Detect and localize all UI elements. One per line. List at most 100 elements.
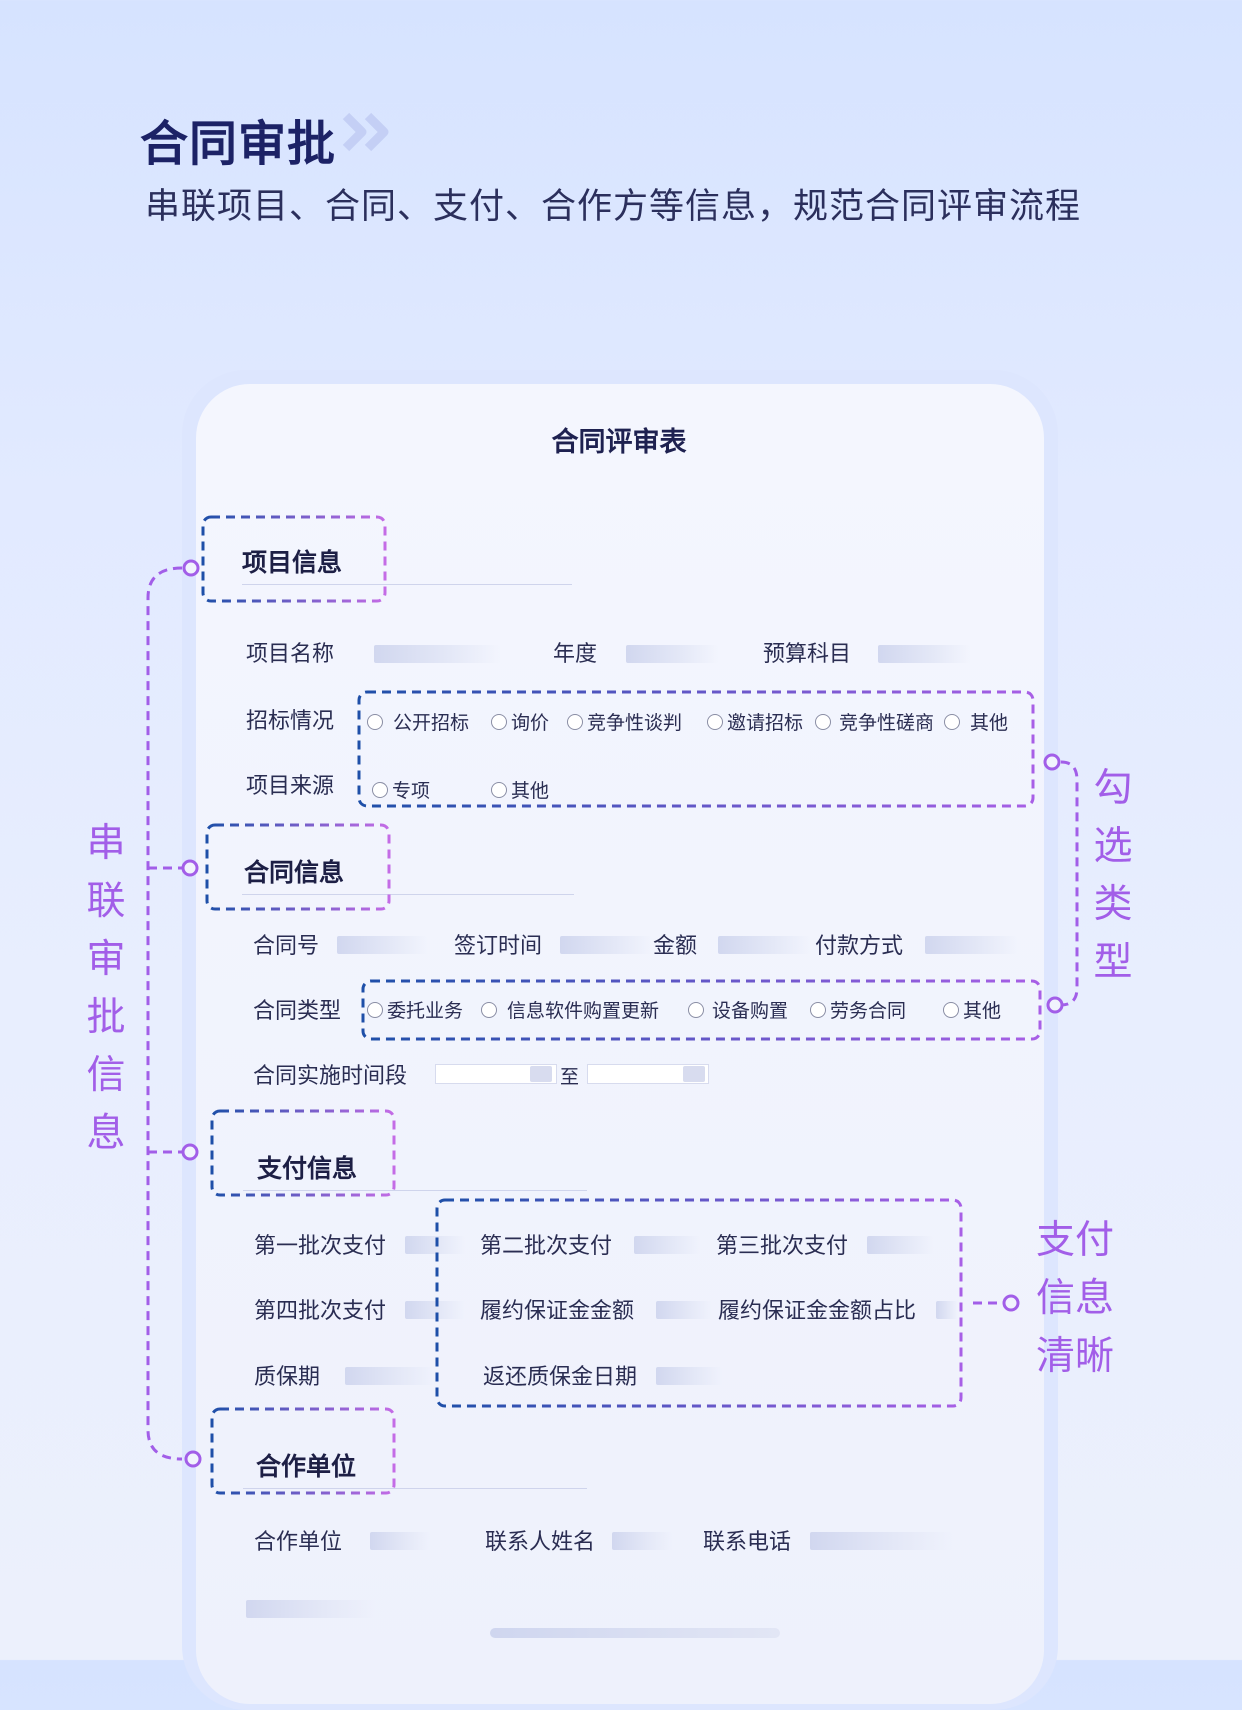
section-box-partner (210, 1407, 396, 1495)
section-title-payment: 支付信息 (257, 1154, 358, 1183)
contact-phone-field[interactable] (810, 1532, 952, 1550)
contract-type-box (361, 979, 1042, 1041)
contract-type-option[interactable]: 信息软件购置更新 (481, 996, 659, 1023)
partner-unit-field[interactable] (370, 1532, 430, 1550)
payment-method-label: 付款方式 (815, 934, 904, 959)
payment-detail-box (435, 1198, 963, 1408)
payment-field[interactable] (345, 1367, 435, 1385)
year-label: 年度 (553, 642, 598, 667)
radio-icon (944, 713, 960, 730)
section-box-project (201, 515, 387, 603)
contract-type-option[interactable]: 设备购置 (688, 996, 788, 1023)
radio-icon (491, 713, 507, 730)
contract-no-label: 合同号 (253, 934, 320, 959)
connector-dot (1046, 996, 1064, 1014)
device-screen (196, 384, 1044, 1704)
payment-field[interactable] (634, 1236, 700, 1254)
year-field[interactable] (626, 645, 718, 663)
sign-time-field[interactable] (560, 936, 652, 954)
payment-label: 第三批次支付 (716, 1234, 849, 1259)
radio-icon (567, 713, 583, 730)
double-chevron-icon (342, 112, 389, 152)
contact-name-field[interactable] (612, 1532, 672, 1550)
right-bracket (1060, 760, 1079, 1007)
bidding-option[interactable]: 公开招标 (367, 708, 469, 735)
payment-label: 第四批次支付 (254, 1299, 387, 1324)
connector-dot (181, 1143, 199, 1161)
radio-icon (367, 713, 383, 730)
section-underline (242, 894, 574, 895)
payment-field[interactable] (405, 1301, 465, 1319)
amount-label: 金额 (653, 934, 698, 959)
radio-icon (372, 781, 388, 798)
connector-dot (1002, 1294, 1020, 1312)
payment-method-field[interactable] (925, 936, 1017, 954)
amount-field[interactable] (718, 936, 810, 954)
connector-dot (182, 559, 200, 577)
contract-no-field[interactable] (337, 936, 427, 954)
budget-label: 预算科目 (763, 642, 852, 667)
contract-type-option[interactable]: 劳务合同 (810, 996, 906, 1023)
contact-name-label: 联系人姓名 (485, 1530, 596, 1555)
payment-field[interactable] (405, 1236, 465, 1254)
annotation-overlay (146, 515, 1079, 1495)
payment-field[interactable] (656, 1301, 712, 1319)
period-start-field[interactable] (435, 1064, 557, 1084)
bidding-option[interactable]: 询价 (491, 708, 549, 735)
left-bracket (146, 566, 183, 1461)
bidding-option[interactable]: 竞争性磋商 (815, 708, 934, 735)
contact-phone-label: 联系电话 (703, 1530, 792, 1555)
source-option[interactable]: 专项 (372, 776, 430, 803)
sign-time-label: 签订时间 (454, 934, 543, 959)
bidding-option[interactable]: 其他 (944, 708, 1008, 735)
bidding-option[interactable]: 邀请招标 (707, 708, 803, 735)
payment-label: 质保期 (254, 1365, 321, 1390)
radio-icon (481, 1001, 497, 1018)
page-subtitle: 串联项目、合同、支付、合作方等信息，规范合同评审流程 (145, 187, 1082, 227)
payment-label: 第一批次支付 (254, 1234, 387, 1259)
section-title-project: 项目信息 (242, 548, 343, 577)
form-title: 合同评审表 (551, 427, 687, 458)
contract-type-option[interactable]: 委托业务 (367, 996, 463, 1023)
connector-dot (1043, 753, 1061, 771)
payment-label: 返还质保金日期 (483, 1365, 638, 1390)
source-option[interactable]: 其他 (491, 776, 549, 803)
contract-type-option[interactable]: 其他 (943, 996, 1001, 1023)
period-to-label: 至 (560, 1066, 580, 1088)
radio-icon (815, 713, 831, 730)
project-name-field[interactable] (374, 645, 500, 663)
page-title: 合同审批 (140, 116, 337, 172)
source-label: 项目来源 (246, 774, 335, 799)
section-title-partner: 合作单位 (256, 1452, 357, 1481)
bidding-label: 招标情况 (246, 709, 335, 734)
budget-field[interactable] (878, 645, 970, 663)
radio-icon (367, 1001, 383, 1018)
period-end-field[interactable] (587, 1064, 709, 1084)
payment-field[interactable] (656, 1367, 722, 1385)
home-indicator (490, 1628, 780, 1638)
section-underline (243, 1488, 587, 1489)
radio-icon (491, 781, 507, 798)
placeholder-bar (246, 1600, 376, 1618)
payment-field[interactable] (936, 1301, 958, 1319)
payment-field[interactable] (867, 1236, 933, 1254)
radio-icon (943, 1001, 959, 1018)
bidding-option[interactable]: 竞争性谈判 (567, 708, 682, 735)
section-box-contract (205, 823, 391, 911)
calendar-icon[interactable] (530, 1066, 552, 1082)
bidding-source-box (357, 690, 1035, 808)
section-title-contract: 合同信息 (244, 858, 345, 887)
project-name-label: 项目名称 (246, 642, 335, 667)
partner-unit-label: 合作单位 (254, 1530, 343, 1555)
radio-icon (707, 713, 723, 730)
connector-dot (184, 1450, 202, 1468)
payment-label: 第二批次支付 (480, 1234, 613, 1259)
calendar-icon[interactable] (683, 1066, 705, 1082)
period-label: 合同实施时间段 (253, 1064, 408, 1089)
annotation-payment: 支付 信息 清晰 (1036, 1218, 1115, 1379)
annotation-left: 串 联 审 批 信 息 (86, 821, 126, 1156)
annotation-check-type: 勾 选 类 型 (1093, 766, 1133, 985)
section-underline (243, 1190, 587, 1191)
section-underline (242, 584, 572, 585)
payment-label: 履约保证金金额 (480, 1299, 635, 1324)
